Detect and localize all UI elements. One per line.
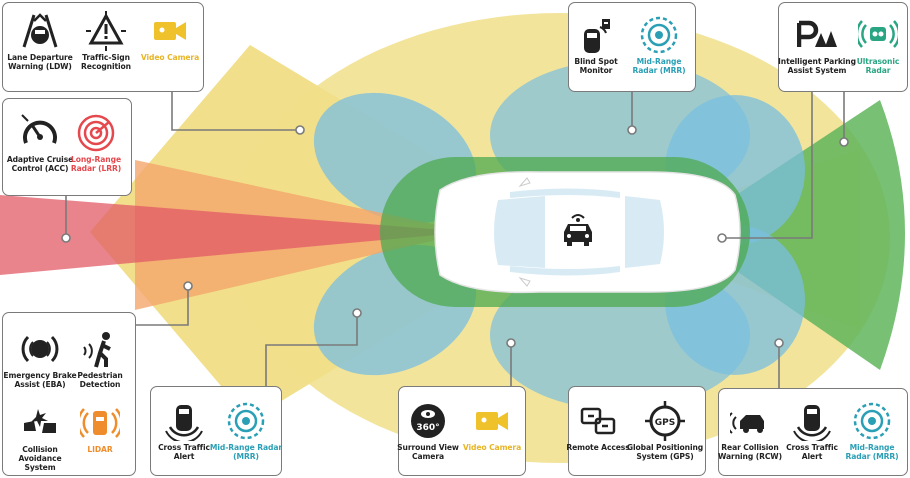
blind-spot-icon (584, 19, 610, 53)
mid-range-radar-top-icon (640, 16, 678, 54)
feature-cta-front: Cross Traffic Alert (147, 401, 221, 461)
feature-acc: Adaptive Cruise Control (ACC) (3, 113, 77, 173)
cross-traffic-icon (165, 405, 203, 441)
video-camera-side-icon (476, 412, 508, 430)
bsm-label: Blind Spot Monitor (574, 57, 618, 76)
mrr-front-label: Mid-Range Radar (MRR) (209, 443, 283, 462)
cross-traffic-rear-icon (793, 405, 831, 441)
pedestrian-label: Pedestrian Detection (77, 371, 123, 390)
video-camera-side-label: Video Camera (462, 443, 522, 452)
box-front-cross-traffic: Cross Traffic Alert Mid-Range Radar (MRR… (150, 386, 282, 476)
connector-lines (61, 92, 849, 388)
ultrasonic-zone (680, 100, 905, 370)
feature-ultrasonic: Ultrasonic Radar (849, 15, 907, 75)
speedometer-icon (21, 114, 57, 144)
feature-lrr: Long-Range Radar (LRR) (59, 113, 133, 173)
feature-bsm: Blind Spot Monitor (563, 15, 629, 75)
video-camera-icon (154, 22, 186, 40)
box-connectivity: Remote Access GPS Global Positioning Sys… (566, 386, 706, 476)
mrr-rear-label: Mid-Range Radar (MRR) (845, 443, 899, 462)
mrr-top-label: Mid-Range Radar (MRR) (632, 57, 686, 76)
surround-view-icon: 360° (411, 404, 445, 438)
rcw-label: Rear Collision Warning (RCW) (718, 443, 782, 462)
feature-cta-rear: Cross Traffic Alert (779, 401, 845, 461)
parking-label: Intelligent Parking Assist System (778, 57, 856, 76)
tsr-label: Traffic-Sign Recognition (81, 53, 131, 72)
feature-collision-avoidance: Collision Avoidance System (3, 403, 77, 473)
autonomous-car-icon (564, 214, 592, 246)
collision-avoidance-label: Collision Avoidance System (18, 445, 62, 473)
mid-range-radar-rear-icon (853, 402, 891, 440)
lidar-label: LIDAR (87, 445, 113, 454)
ultrasonic-label: Ultrasonic Radar (856, 57, 900, 76)
feature-tsr: Traffic-Sign Recognition (69, 11, 143, 71)
feature-mrr-rear: Mid-Range Radar (MRR) (839, 401, 905, 461)
cta-rear-label: Cross Traffic Alert (786, 443, 838, 462)
remote-access-label: Remote Access (566, 443, 630, 452)
cta-front-label: Cross Traffic Alert (158, 443, 210, 462)
feature-remote-access: Remote Access (563, 401, 633, 452)
feature-surround-view: 360° Surround View Camera (391, 401, 465, 461)
rear-collision-icon (730, 412, 764, 434)
feature-video-camera-front: Video Camera (133, 11, 207, 62)
feature-video-camera-side: Video Camera (455, 401, 529, 452)
box-blind-spot: Blind Spot Monitor Mid-Range Radar (MRR) (568, 2, 696, 92)
gps-badge-text: GPS (655, 418, 675, 428)
box-safety-features: Emergency Brake Assist (EBA) Pedestrian … (2, 312, 136, 476)
feature-parking: Intelligent Parking Assist System (777, 15, 857, 75)
feature-lidar: LIDAR (67, 403, 133, 454)
eba-label: Emergency Brake Assist (EBA) (3, 371, 77, 390)
car (434, 171, 741, 294)
gps-label: Global Positioning System (GPS) (626, 443, 704, 462)
parking-assist-icon (797, 20, 837, 47)
lane-departure-icon (22, 13, 58, 48)
acc-label: Adaptive Cruise Control (ACC) (6, 155, 74, 174)
feature-eba: Emergency Brake Assist (EBA) (3, 329, 77, 389)
lidar-icon (80, 408, 120, 438)
box-acc-features: Adaptive Cruise Control (ACC) Long-Range… (2, 98, 132, 196)
feature-rcw: Rear Collision Warning (RCW) (717, 401, 783, 461)
traffic-sign-icon (86, 11, 126, 51)
feature-mrr-top: Mid-Range Radar (MRR) (625, 15, 693, 75)
ultrasonic-radar-icon (858, 20, 898, 48)
emergency-brake-icon (21, 335, 59, 363)
feature-mrr-front: Mid-Range Radar (MRR) (209, 401, 283, 461)
box-front-camera-features: Lane Departure Warning (LDW) Traffic-Sig… (2, 2, 204, 92)
long-range-radar-icon (77, 114, 115, 152)
mid-range-radar-icon (227, 402, 265, 440)
lrr-label: Long-Range Radar (LRR) (70, 155, 122, 174)
gps-icon: GPS (645, 401, 685, 441)
video-camera-front-label: Video Camera (140, 53, 200, 62)
box-surround-camera: 360° Surround View Camera Video Camera (397, 386, 529, 476)
remote-access-icon (580, 407, 616, 435)
surround-360-text: 360° (416, 423, 439, 433)
collision-icon (24, 409, 56, 433)
pedestrian-icon (83, 332, 111, 368)
lrr-zone (0, 195, 470, 275)
feature-gps: GPS Global Positioning System (GPS) (625, 401, 705, 461)
box-rear-features: Rear Collision Warning (RCW) Cross Traff… (718, 388, 908, 476)
surround-view-label: Surround View Camera (397, 443, 459, 462)
box-parking: Intelligent Parking Assist System Ultras… (778, 2, 908, 92)
feature-pedestrian: Pedestrian Detection (67, 329, 133, 389)
ldw-label: Lane Departure Warning (LDW) (7, 53, 73, 72)
feature-ldw: Lane Departure Warning (LDW) (3, 11, 77, 71)
